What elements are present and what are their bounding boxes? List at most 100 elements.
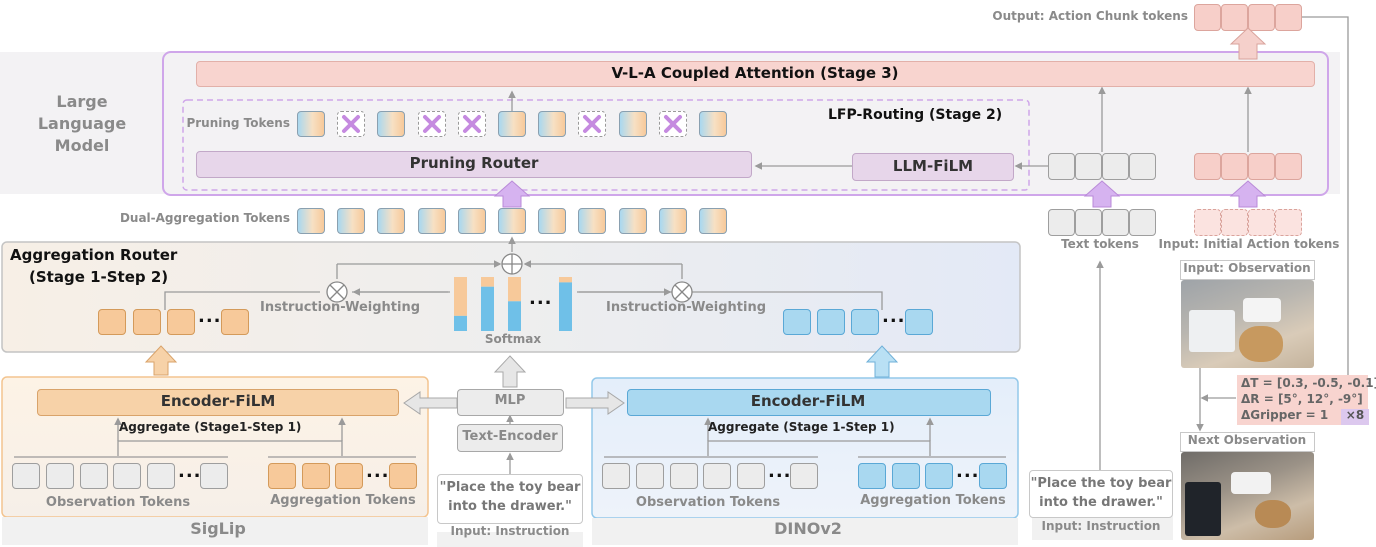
dual-aggregation-token (658, 208, 687, 234)
router-siglip-ellipsis: ... (198, 306, 222, 327)
gripper-shape (1231, 472, 1271, 494)
softmax-bars (454, 277, 572, 331)
llm-text-token (1048, 153, 1075, 180)
siglip-aggregation-tokens-label: Aggregation Tokens (270, 493, 416, 508)
siglip-aggregation-token (335, 463, 363, 489)
dual-aggregation-token (377, 208, 406, 234)
dino-aggregation-token (858, 463, 886, 489)
pruning-router-bar (196, 151, 752, 178)
mlp-box (457, 389, 564, 416)
aggregation-router-stage: (Stage 1-Step 2) (29, 268, 169, 286)
output-arrow (1229, 27, 1267, 60)
purple-arrow-dual-to-router (493, 180, 531, 208)
dino-observation-token (703, 463, 731, 489)
pruning-token-pruned (658, 111, 687, 137)
dual-aggregation-label: Dual-Aggregation Tokens (119, 211, 290, 225)
pruning-token-pruned (417, 111, 446, 137)
text-tokens-label: Text tokens (1061, 237, 1139, 251)
softmax-bar-blue (508, 301, 521, 331)
siglip-aggregation-token (302, 463, 330, 489)
right-instruction-line1: "Place the toy bear (1030, 476, 1172, 491)
lfp-routing-label: LFP-Routing (Stage 2) (828, 107, 1003, 123)
instruction-weighting-left: Instruction-Weighting (260, 300, 421, 315)
delta-r: ΔR = [5°, 12°, -9°] (1241, 392, 1363, 406)
lfp-routing-dashed-box (182, 99, 1030, 191)
pruning-token-kept (297, 111, 325, 137)
right-instruction-box (1029, 470, 1173, 518)
right-input-footer (1032, 515, 1173, 540)
input-observation-label: Input: Observation (1183, 261, 1311, 275)
repeat-label: ×8 (1345, 408, 1365, 422)
purple-arrow-action-tokens (1229, 180, 1267, 208)
prune-x-icon (583, 115, 602, 133)
llm-film-box (852, 153, 1014, 181)
output-label: Output: Action Chunk tokens (992, 9, 1188, 23)
llm-text-token (1129, 153, 1156, 180)
siglip-observation-token (147, 463, 175, 489)
center-instruction-line2: into the drawer." (448, 499, 572, 514)
router-dino-token (817, 309, 845, 335)
llm-label-line: Model (54, 136, 110, 155)
router-siglip-token (133, 309, 161, 335)
dino-observation-token (636, 463, 664, 489)
dual-aggregation-token (498, 208, 526, 234)
output-token (1275, 4, 1302, 31)
dino-observation-token (790, 463, 818, 489)
initial-action-token (1248, 209, 1275, 236)
aggregation-router-title: Aggregation Router (10, 246, 178, 264)
mlp-left-arrow (403, 391, 458, 415)
dino-observation-token (737, 463, 765, 489)
siglip-footer (2, 517, 428, 545)
delta-gripper: ΔGripper = 1 (1241, 408, 1329, 422)
router-siglip-token (221, 309, 249, 335)
right-instruction-line2: into the drawer." (1039, 495, 1163, 510)
toy-bear-shape (1239, 326, 1283, 362)
siglip-up-arrow (144, 345, 178, 376)
text-encoder-label: Text-Encoder (462, 429, 558, 444)
coupled-attention-bar (196, 61, 1315, 87)
softmax-bar-blue (481, 286, 494, 331)
next-observation-photo (1181, 452, 1314, 540)
right-input-instruction-label: Input: Instruction (1041, 519, 1161, 533)
next-observation-title-box (1180, 432, 1315, 452)
input-observation-title-box (1180, 260, 1315, 280)
prune-x-icon (422, 115, 441, 133)
softmax-ellipsis: ... (529, 288, 553, 309)
dino-name: DINOv2 (774, 519, 842, 538)
siglip-observation-token (200, 463, 228, 489)
siglip-observation-token (46, 463, 74, 489)
prune-x-icon (663, 115, 682, 133)
dino-aggregation-ellipsis: ... (956, 461, 980, 482)
siglip-observation-token (12, 463, 40, 489)
purple-arrow-text-tokens (1083, 180, 1121, 208)
softmax-bar-orange (559, 277, 572, 283)
center-input-footer (437, 532, 583, 547)
siglip-observation-tokens-label: Observation Tokens (45, 495, 191, 510)
dual-aggregation-token (337, 208, 366, 234)
llm-action-token (1275, 153, 1302, 180)
toy-bear-shape (1255, 500, 1291, 528)
llm-text-token (1075, 153, 1102, 180)
pruning-token-kept (699, 111, 727, 137)
next-observation-label: Next Observation (1187, 433, 1307, 447)
text-token (1048, 209, 1075, 236)
router-dino-token (905, 309, 933, 335)
dual-aggregation-token (417, 208, 446, 234)
dino-observation-token (602, 463, 630, 489)
dino-up-arrow (865, 345, 899, 378)
gripper-shape (1243, 298, 1281, 322)
text-token (1129, 209, 1156, 236)
dino-footer (592, 518, 1018, 545)
llm-action-token (1194, 153, 1221, 180)
repeat-badge (1341, 409, 1369, 425)
siglip-observation-token (80, 463, 108, 489)
mlp-label: MLP (494, 393, 526, 408)
text-token (1102, 209, 1129, 236)
pruning-token-kept (538, 111, 567, 137)
dual-aggregation-token (699, 208, 727, 234)
router-dino-token (783, 309, 811, 335)
pruning-token-pruned (578, 111, 607, 137)
dino-aggregation-token (892, 463, 920, 489)
dino-encoder-film-bar (627, 389, 991, 416)
